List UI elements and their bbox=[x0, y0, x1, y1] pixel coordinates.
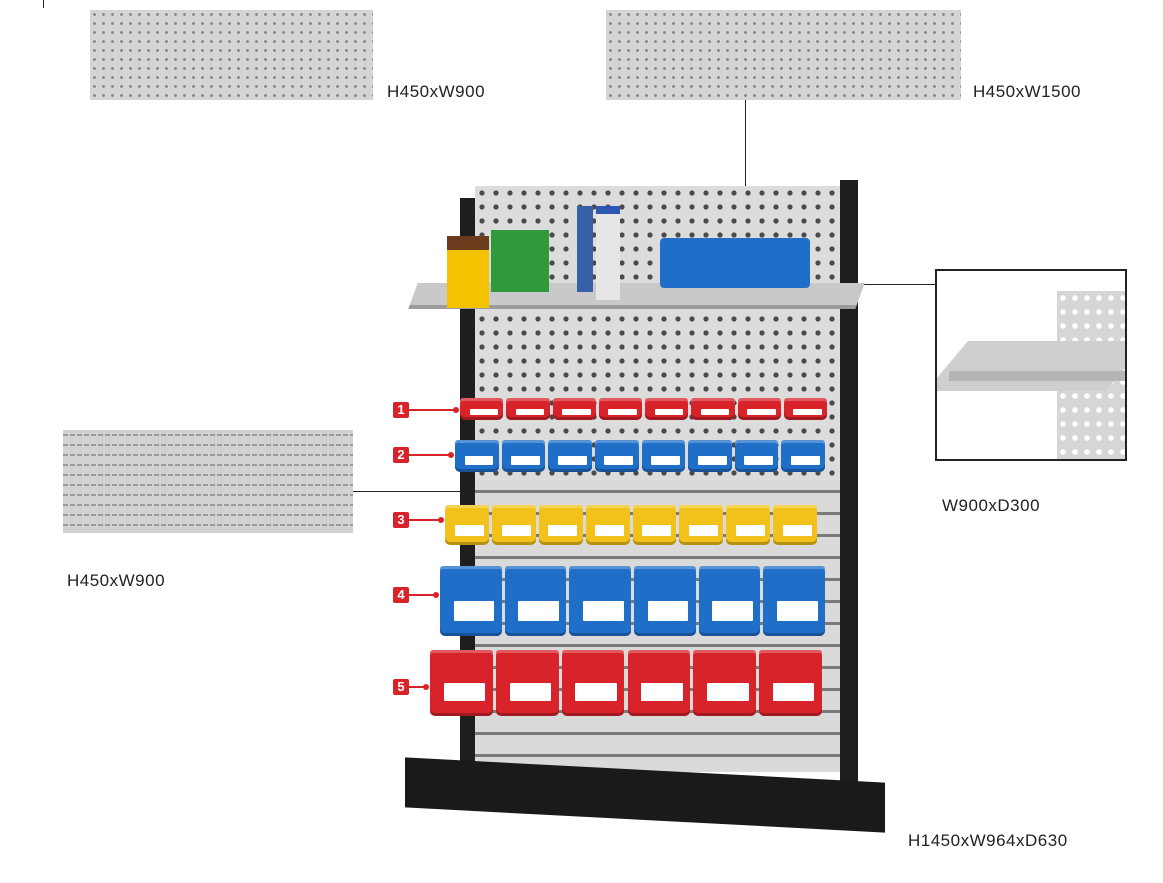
bin-label-slot bbox=[509, 683, 552, 702]
pegboard-leader-line bbox=[745, 100, 746, 198]
bin-row-pointer bbox=[409, 592, 439, 598]
storage-bin bbox=[501, 440, 546, 472]
rack-upright-left bbox=[460, 198, 475, 798]
bin-label-slot bbox=[511, 456, 541, 465]
louvered-leader-line bbox=[353, 491, 500, 492]
bin-label-slot bbox=[793, 409, 822, 416]
storage-bin bbox=[734, 440, 779, 472]
storage-bin bbox=[627, 650, 691, 716]
bin-label-slot bbox=[443, 683, 486, 702]
bin-row-number-1: 1 bbox=[393, 402, 409, 418]
storage-bin bbox=[430, 650, 493, 716]
bin-label-slot bbox=[747, 409, 776, 416]
bin-label-slot bbox=[548, 525, 578, 537]
bin-label-slot bbox=[642, 525, 672, 537]
pegboard-large-size-label: H450xW1500 bbox=[973, 82, 1082, 101]
storage-bin bbox=[548, 440, 592, 472]
corner-mark bbox=[43, 0, 44, 8]
storage-bin bbox=[491, 505, 536, 545]
bin-label-slot bbox=[712, 601, 753, 621]
storage-bin bbox=[460, 398, 504, 420]
bin-label-slot bbox=[604, 456, 634, 465]
bin-row-number-2: 2 bbox=[393, 447, 409, 463]
bin-label-slot bbox=[469, 409, 499, 416]
bin-label-slot bbox=[654, 409, 684, 416]
bin-label-slot bbox=[707, 683, 749, 702]
bin-row-number-3: 3 bbox=[393, 512, 409, 528]
bin-label-slot bbox=[697, 456, 727, 465]
bin-row-pointer bbox=[409, 452, 454, 458]
storage-bin bbox=[641, 440, 686, 472]
storage-bin bbox=[445, 505, 489, 545]
bin-label-slot bbox=[735, 525, 765, 537]
storage-bin bbox=[632, 505, 677, 545]
storage-bin bbox=[594, 440, 639, 472]
bin-label-slot bbox=[689, 525, 718, 537]
storage-bin bbox=[561, 650, 625, 716]
louvered-panel bbox=[63, 430, 353, 533]
bin-row-pointer bbox=[409, 407, 459, 413]
shelf-detail-inset bbox=[935, 269, 1127, 461]
storage-bin bbox=[645, 398, 689, 420]
storage-bin bbox=[504, 566, 567, 636]
bin-row-number-5: 5 bbox=[393, 679, 409, 695]
storage-bin bbox=[455, 440, 499, 472]
bin-label-slot bbox=[582, 601, 624, 621]
storage-bin bbox=[781, 440, 825, 472]
bin-row-pointer bbox=[409, 517, 444, 523]
bin-label-slot bbox=[641, 683, 683, 702]
storage-bin bbox=[495, 650, 559, 716]
shelf-leader-line bbox=[855, 284, 935, 285]
storage-bin bbox=[688, 440, 732, 472]
rack-size-label: H1450xW964xD630 bbox=[908, 831, 1068, 850]
storage-bin bbox=[552, 398, 596, 420]
storage-bin bbox=[783, 398, 827, 420]
bin-label-slot bbox=[647, 601, 689, 621]
storage-bin bbox=[569, 566, 631, 636]
storage-bin bbox=[585, 505, 630, 545]
storage-bin bbox=[440, 566, 502, 636]
bin-label-slot bbox=[562, 409, 591, 416]
bin-label-slot bbox=[557, 456, 587, 465]
rack-upright-right bbox=[840, 180, 858, 820]
bin-label-slot bbox=[454, 525, 484, 537]
storage-bin bbox=[634, 566, 696, 636]
storage-bin bbox=[691, 398, 735, 420]
storage-bin bbox=[679, 505, 724, 545]
bin-label-slot bbox=[575, 683, 617, 702]
storage-bin bbox=[726, 505, 771, 545]
bin-label-slot bbox=[464, 456, 494, 465]
louvered-panel-size-label: H450xW900 bbox=[67, 571, 166, 590]
bin-label-slot bbox=[608, 409, 637, 416]
bin-label-slot bbox=[772, 683, 815, 702]
rack-pegboard bbox=[475, 186, 840, 480]
storage-bin bbox=[598, 398, 642, 420]
storage-bin bbox=[737, 398, 781, 420]
storage-bin bbox=[693, 650, 757, 716]
bin-label-slot bbox=[515, 409, 545, 416]
bin-row-pointer bbox=[409, 684, 429, 690]
bin-label-slot bbox=[744, 456, 774, 465]
storage-bin bbox=[763, 566, 825, 636]
shelf-size-label: W900xD300 bbox=[942, 496, 1041, 515]
bin-row-number-4: 4 bbox=[393, 587, 409, 603]
pegboard-small-size-label: H450xW900 bbox=[387, 82, 486, 101]
bin-label-slot bbox=[501, 525, 531, 537]
bin-label-slot bbox=[790, 456, 820, 465]
bin-label-slot bbox=[782, 525, 812, 537]
bin-label-slot bbox=[700, 409, 730, 416]
storage-bin bbox=[698, 566, 761, 636]
bin-label-slot bbox=[776, 601, 818, 621]
storage-bin bbox=[773, 505, 817, 545]
storage-bin bbox=[538, 505, 583, 545]
bin-label-slot bbox=[595, 525, 625, 537]
bin-label-slot bbox=[651, 456, 680, 465]
storage-bin bbox=[506, 398, 550, 420]
pegboard-panel-small bbox=[90, 10, 373, 100]
pegboard-panel-large bbox=[606, 10, 961, 100]
bin-label-slot bbox=[518, 601, 559, 621]
bin-label-slot bbox=[453, 601, 495, 621]
storage-bin bbox=[759, 650, 822, 716]
